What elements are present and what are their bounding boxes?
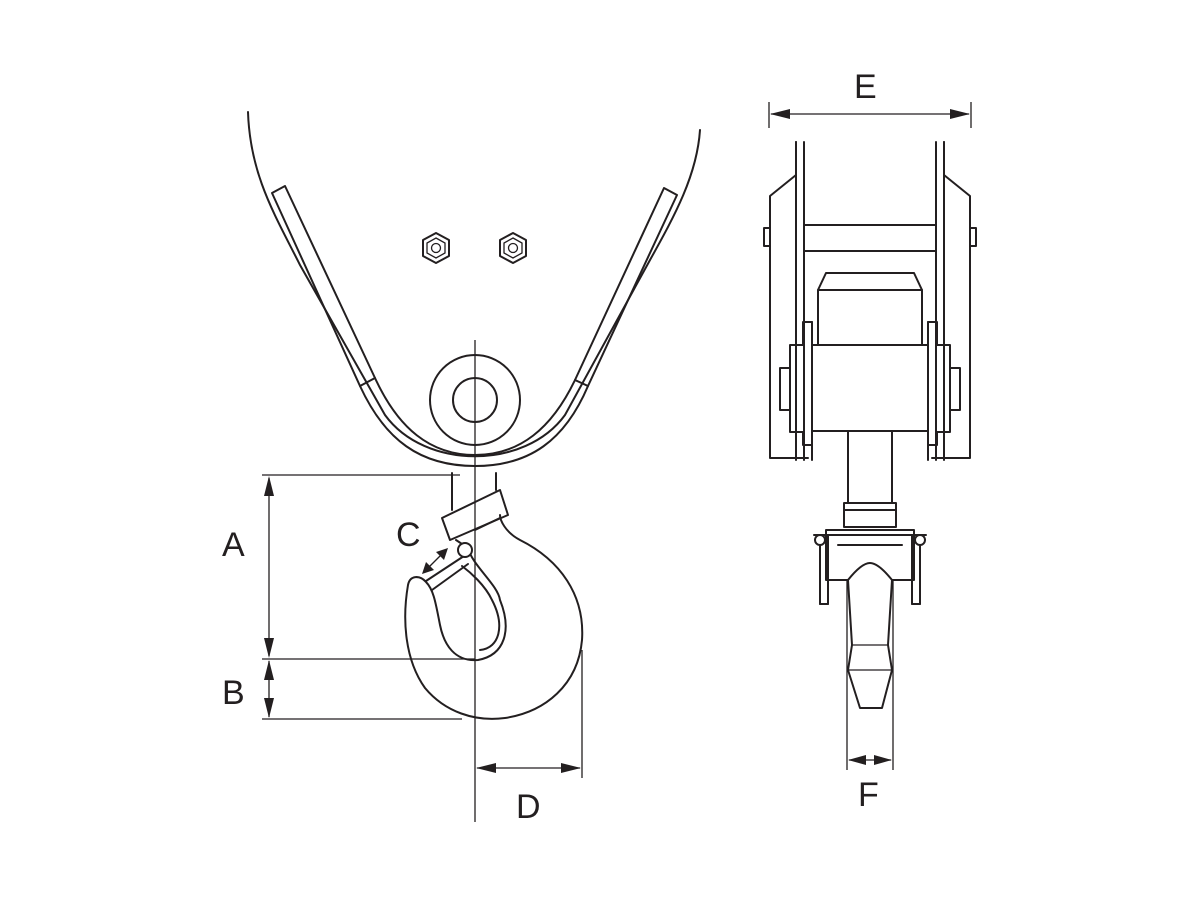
safety-latch [425,555,469,591]
front-view: A B C D [222,111,701,826]
dim-d-arrow-right [561,763,581,773]
side-hook [847,562,893,709]
dim-d-arrow-left [476,763,496,773]
sheave-body [811,344,929,432]
dim-e-arrow-left [770,109,790,119]
right-axle-cap [949,367,961,411]
side-bolt-right [914,534,926,546]
left-inner-bracket [789,321,813,446]
crossbar [803,224,937,252]
hook-shank [451,472,497,511]
dim-f-arrow-right [874,755,892,765]
dim-b-arrow-top [264,660,274,680]
dim-c-arrow-a [422,562,434,574]
hook-inner-contour [461,565,501,651]
dim-a-arrow-bottom [264,638,274,658]
hook-body [404,514,584,720]
latch-pin [457,542,473,558]
dim-c-arrow-b [436,548,448,560]
label-f: F [858,776,879,814]
right-cheek-plate [574,187,678,387]
sheave-top [817,272,923,346]
left-stud [763,227,771,247]
block-frame-outer [247,111,701,458]
swivel-lip [474,517,501,531]
side-swivel [843,502,897,528]
label-c: C [396,516,421,554]
right-stud [969,227,977,247]
left-axle-cap [779,367,791,411]
dim-e-arrow-right [950,109,970,119]
label-e: E [854,68,877,106]
label-d: D [516,788,541,826]
label-a: A [222,526,245,564]
nut-left-icon [422,232,450,264]
dim-b-arrow-bottom [264,698,274,718]
dim-a-arrow-top [264,476,274,496]
left-cheek-plate [271,185,376,387]
right-inner-bracket [927,321,951,446]
dim-f-arrow-left [848,755,866,765]
side-bolt-left [814,534,826,546]
side-view: E [763,68,977,814]
label-b: B [222,674,245,712]
nut-right-icon [499,232,527,264]
side-shank [847,430,893,504]
